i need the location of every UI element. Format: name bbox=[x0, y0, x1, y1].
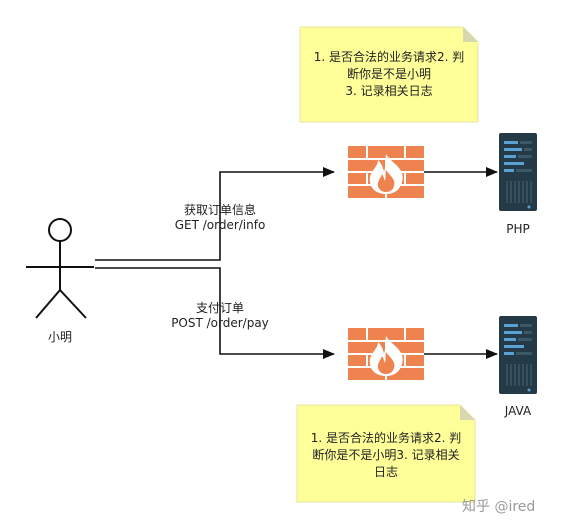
note-bottom-line-2: 断你是不是小明3. 记录相关 bbox=[312, 448, 460, 462]
note-bottom-line-1: 1. 是否合法的业务请求2. 判 bbox=[310, 431, 462, 445]
edge-get bbox=[95, 167, 335, 261]
note-top-line-2: 断你是不是小明 bbox=[346, 67, 431, 81]
server-icon bbox=[498, 315, 538, 395]
edge-post-label-line-2: POST /order/pay bbox=[171, 316, 269, 330]
note-bottom-line-3: 日志 bbox=[373, 465, 398, 479]
note-bottom bbox=[296, 404, 476, 503]
server-icon bbox=[498, 132, 538, 212]
watermark-text: 知乎 @ired bbox=[462, 499, 536, 515]
note-top bbox=[299, 26, 479, 123]
note-top-line-1: 1. 是否合法的业务请求2. 判 bbox=[313, 50, 465, 64]
actor-label: 小明 bbox=[47, 330, 72, 344]
server-php-label: PHP bbox=[506, 222, 530, 236]
edge-post-label-line-1: 支付订单 bbox=[195, 301, 244, 315]
edge-get-label-line-2: GET /order/info bbox=[174, 218, 266, 232]
note-top-line-3: 3. 记录相关日志 bbox=[345, 84, 433, 98]
firewall-icon bbox=[347, 327, 425, 381]
note-top-text: 1. 是否合法的业务请求2. 判 断你是不是小明 3. 记录相关日志 bbox=[300, 49, 478, 100]
edge-get-label: 获取订单信息 GET /order/info bbox=[160, 203, 280, 233]
actor-stick-figure-icon bbox=[26, 218, 94, 319]
server-java-label: JAVA bbox=[504, 404, 532, 418]
note-bottom-text: 1. 是否合法的业务请求2. 判 断你是不是小明3. 记录相关 日志 bbox=[297, 430, 475, 481]
firewall-icon bbox=[347, 145, 425, 199]
edge-get-label-line-1: 获取订单信息 bbox=[183, 203, 256, 217]
edge-post-label: 支付订单 POST /order/pay bbox=[160, 301, 280, 331]
edge-post bbox=[95, 267, 335, 359]
